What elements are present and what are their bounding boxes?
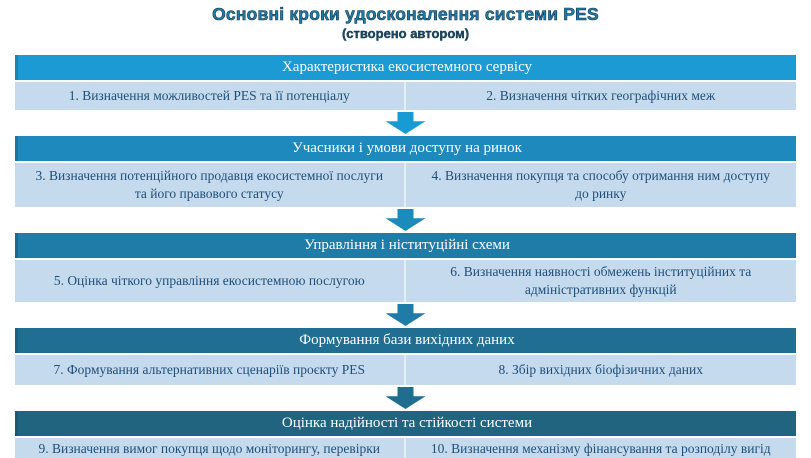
step-cell: 8. Збір вихідних біофізичних даних (405, 355, 796, 385)
page-title: Основні кроки удосконалення системи PES (212, 4, 599, 25)
section-header: Формування бази вихідних даних (15, 328, 796, 353)
section-header: Учасники і умови доступу на ринок (15, 136, 796, 161)
section-header: Оцінка надійності та стійкості системи (15, 411, 796, 436)
title-block: Основні кроки удосконалення системи PES … (0, 0, 811, 43)
section-body: 9. Визначення вимог покупця щодо монітор… (15, 438, 796, 458)
page-subtitle: (створено автором) (341, 26, 470, 41)
step-cell: 4. Визначення покупця та способу отриман… (405, 163, 796, 207)
step-cell: 9. Визначення вимог покупця щодо монітор… (15, 438, 406, 458)
down-arrow-icon (385, 112, 426, 134)
section-header: Характеристика екосистемного сервісу (15, 55, 796, 80)
section-body: 5. Оцінка чіткого управління екосистемно… (15, 260, 796, 302)
step-cell: 3. Визначення потенційного продавця екос… (15, 163, 406, 207)
section-governance: Управління і ніституційні схеми 5. Оцінк… (15, 233, 796, 302)
section-body: 3. Визначення потенційного продавця екос… (15, 163, 796, 207)
arrow-row (0, 110, 811, 136)
section-reliability: Оцінка надійності та стійкості системи 9… (15, 411, 796, 458)
arrow-row (0, 385, 811, 411)
section-body: 7. Формування альтернативних сценаріїв п… (15, 355, 796, 385)
section-body: 1. Визначення можливостей PES та її поте… (15, 82, 796, 110)
step-cell: 7. Формування альтернативних сценаріїв п… (15, 355, 406, 385)
step-cell: 2. Визначення чітких географічних меж (405, 82, 796, 110)
down-arrow-icon (385, 209, 426, 231)
step-cell: 5. Оцінка чіткого управління екосистемно… (15, 260, 406, 302)
step-cell: 1. Визначення можливостей PES та її поте… (15, 82, 406, 110)
down-arrow-icon (385, 387, 426, 409)
step-cell: 6. Визначення наявності обмежень інститу… (405, 260, 796, 302)
arrow-row (0, 302, 811, 328)
section-baseline-data: Формування бази вихідних даних 7. Формув… (15, 328, 796, 385)
section-header: Управління і ніституційні схеми (15, 233, 796, 258)
step-cell: 10. Визначення механізму фінансування та… (405, 438, 796, 458)
flowchart: Характеристика екосистемного сервісу 1. … (0, 55, 811, 458)
down-arrow-icon (385, 304, 426, 326)
arrow-row (0, 207, 811, 233)
section-market-access: Учасники і умови доступу на ринок 3. Виз… (15, 136, 796, 207)
section-ecosystem-service: Характеристика екосистемного сервісу 1. … (15, 55, 796, 110)
